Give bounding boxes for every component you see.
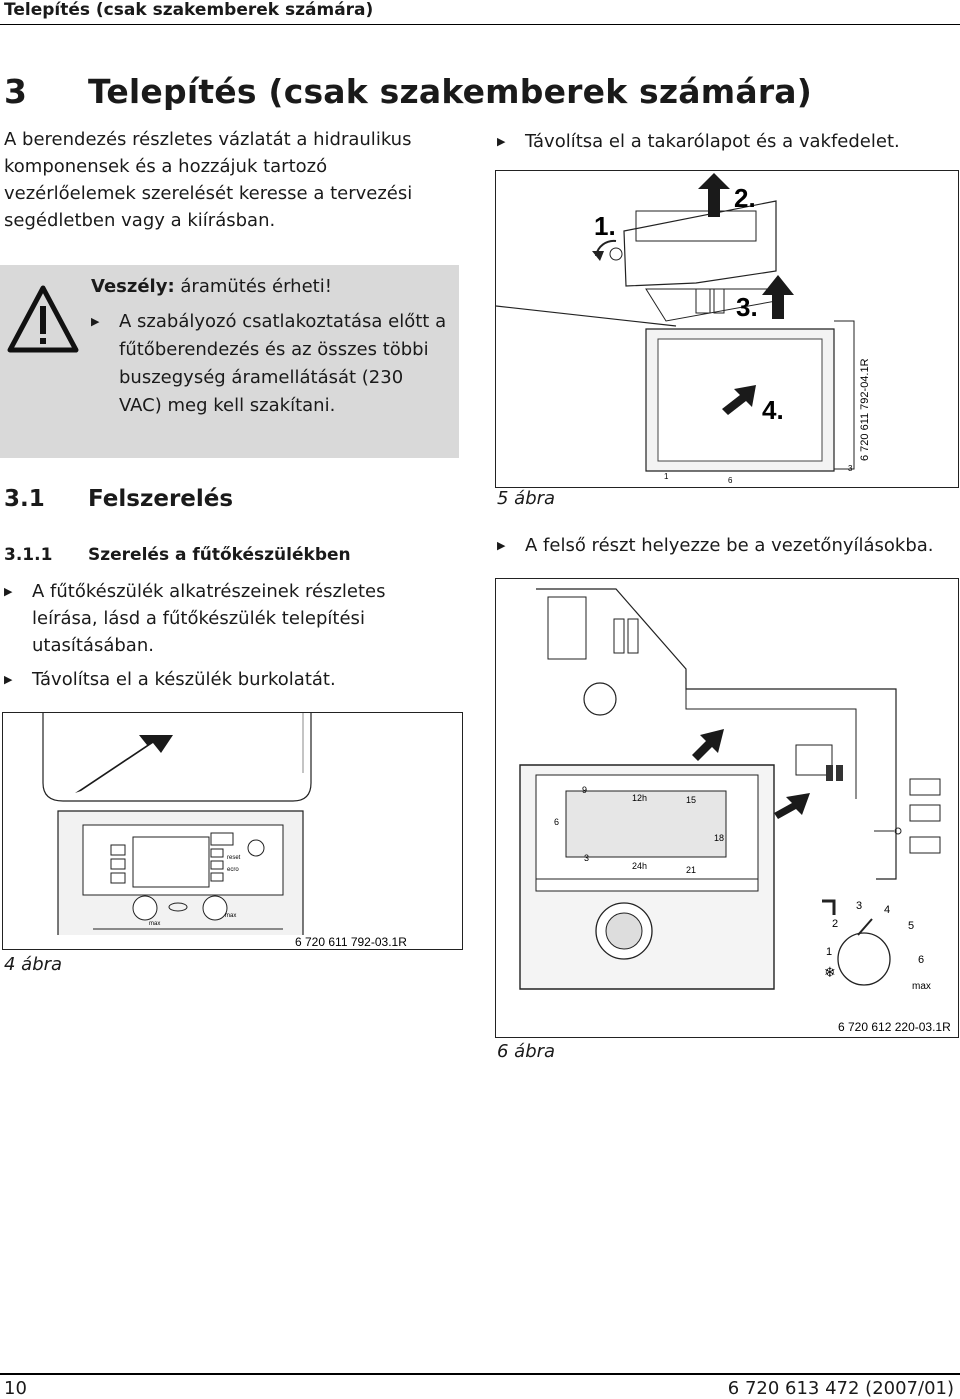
figure-6-caption: 6 ábra bbox=[497, 1041, 556, 1062]
subsection-number: 3.1.1 bbox=[4, 545, 53, 565]
fig5-tick-1: 1 bbox=[664, 472, 669, 481]
step-item: ▶ Távolítsa el a készülék burkolatát. bbox=[4, 666, 454, 693]
chapter-title: Telepítés (csak szakemberek számára) bbox=[88, 72, 813, 111]
figure-4-illustration: reset ecro max max 6 720 611 792-03.1R bbox=[3, 713, 462, 949]
step-item: ▶ Távolítsa el a takarólapot és a vakfed… bbox=[497, 128, 957, 155]
fig5-step-2: 2. bbox=[734, 183, 756, 213]
step-item: ▶ A felső részt helyezze be a vezetőnyíl… bbox=[497, 532, 957, 559]
warning-label: Veszély: bbox=[91, 276, 175, 297]
figure-4-frame: reset ecro max max 6 720 611 792-03.1R bbox=[2, 712, 463, 950]
fig6-dial-3: 3 bbox=[856, 900, 862, 912]
document-number: 6 720 613 472 (2007/01) bbox=[727, 1378, 954, 1399]
bullet-icon: ▶ bbox=[497, 135, 506, 148]
footer-rule bbox=[0, 1373, 960, 1375]
chapter-heading: 3 Telepítés (csak szakemberek számára) bbox=[4, 72, 812, 111]
warning-box bbox=[0, 265, 459, 458]
page-number: 10 bbox=[4, 1378, 27, 1399]
bullet-icon: ▶ bbox=[91, 315, 100, 328]
fig6-dial-2: 2 bbox=[832, 918, 838, 930]
fig6-clock-24h: 24h bbox=[632, 861, 647, 871]
warning-triangle-icon bbox=[7, 285, 79, 353]
figure-6-frame: 9 12h 15 6 18 3 24h 21 1 2 3 4 5 6 max ❄… bbox=[495, 578, 959, 1038]
step-text: A fűtőkészülék alkatrészeinek részletes … bbox=[32, 581, 386, 656]
section-title: Felszerelés bbox=[88, 486, 234, 512]
running-header: Telepítés (csak szakemberek számára) bbox=[4, 0, 374, 20]
bullet-icon: ▶ bbox=[4, 585, 13, 598]
fig5-step-4: 4. bbox=[762, 395, 784, 425]
fig5-tick-6: 6 bbox=[728, 476, 733, 485]
fig6-code: 6 720 612 220-03.1R bbox=[838, 1020, 951, 1034]
step-item: ▶ A fűtőkészülék alkatrészeinek részlete… bbox=[4, 578, 454, 659]
fig5-tick-3: 3 bbox=[848, 464, 853, 473]
fig6-dial-1: 1 bbox=[826, 946, 832, 958]
fig6-clock-3: 3 bbox=[584, 853, 589, 863]
fig5-code: 6 720 611 792-04.1R bbox=[859, 358, 871, 461]
fig4-label-max-1: max bbox=[149, 921, 160, 927]
figure-5-frame: 1. 2. 3. 4. 6 720 611 792-04.1R 1 6 3 bbox=[495, 170, 959, 488]
fig4-label-reset: reset bbox=[227, 855, 241, 861]
fig6-clock-6: 6 bbox=[554, 817, 559, 827]
section-heading: 3.1 Felszerelés bbox=[4, 486, 233, 512]
fig5-step-1: 1. bbox=[594, 211, 616, 241]
fig4-label-ecro: ecro bbox=[227, 867, 239, 873]
warning-item: ▶ A szabályozó csatlakoztatása előtt a f… bbox=[91, 308, 451, 420]
section-number: 3.1 bbox=[4, 486, 45, 512]
subsection-title: Szerelés a fűtőkészülékben bbox=[88, 545, 351, 565]
fig6-dial-6: 6 bbox=[918, 954, 924, 966]
fig4-code: 6 720 611 792-03.1R bbox=[295, 935, 407, 949]
fig5-step-3: 3. bbox=[736, 292, 758, 322]
intro-paragraph: A berendezés részletes vázlatát a hidrau… bbox=[4, 129, 413, 231]
header-rule bbox=[0, 24, 960, 25]
snowflake-icon: ❄ bbox=[824, 964, 836, 980]
warning-text: áramütés érheti! bbox=[180, 276, 332, 297]
fig6-dial-4: 4 bbox=[884, 904, 890, 916]
fig6-clock-18: 18 bbox=[714, 833, 724, 843]
figure-5-illustration: 1. 2. 3. 4. 6 720 611 792-04.1R 1 6 3 bbox=[496, 173, 871, 485]
warning-item-text: A szabályozó csatlakoztatása előtt a fűt… bbox=[119, 311, 447, 416]
figure-4-caption: 4 ábra bbox=[4, 954, 63, 975]
step-text: Távolítsa el a takarólapot és a vakfedel… bbox=[525, 131, 900, 152]
fig6-clock-9: 9 bbox=[582, 785, 587, 795]
figure-6-illustration: 9 12h 15 6 18 3 24h 21 1 2 3 4 5 6 max ❄… bbox=[519, 588, 951, 1034]
step-text: Távolítsa el a készülék burkolatát. bbox=[32, 669, 336, 690]
fig6-clock-12h: 12h bbox=[632, 793, 647, 803]
figure-5-caption: 5 ábra bbox=[497, 488, 556, 509]
chapter-number: 3 bbox=[4, 72, 28, 111]
warning-title: Veszély: áramütés érheti! bbox=[91, 276, 332, 297]
fig6-clock-15: 15 bbox=[686, 795, 696, 805]
fig6-dial-5: 5 bbox=[908, 920, 914, 932]
fig6-dial-max: max bbox=[912, 981, 931, 992]
step-text: A felső részt helyezze be a vezetőnyílás… bbox=[525, 535, 934, 556]
fig4-label-max-2: max bbox=[225, 913, 236, 919]
subsection-heading: 3.1.1 Szerelés a fűtőkészülékben bbox=[4, 545, 351, 565]
bullet-icon: ▶ bbox=[497, 539, 506, 552]
bullet-icon: ▶ bbox=[4, 673, 13, 686]
fig6-clock-21: 21 bbox=[686, 865, 696, 875]
